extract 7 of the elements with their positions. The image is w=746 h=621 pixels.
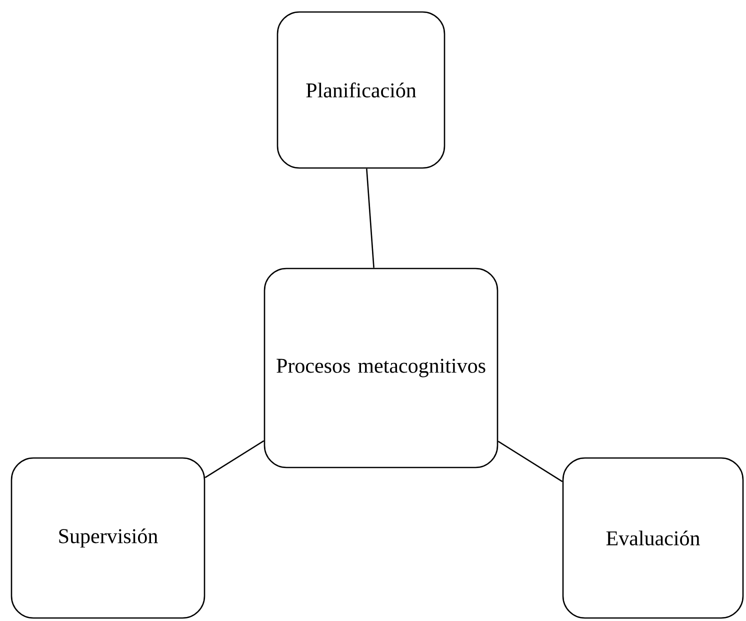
process-box: Procesos metacognitivos	[264, 268, 498, 468]
process-box: Evaluación	[562, 457, 744, 619]
connector-line	[498, 440, 563, 482]
connector-line	[366, 168, 374, 268]
process-box: Planificación	[276, 11, 446, 169]
process-box: Supervisión	[10, 457, 206, 619]
connector-line	[204, 440, 264, 478]
